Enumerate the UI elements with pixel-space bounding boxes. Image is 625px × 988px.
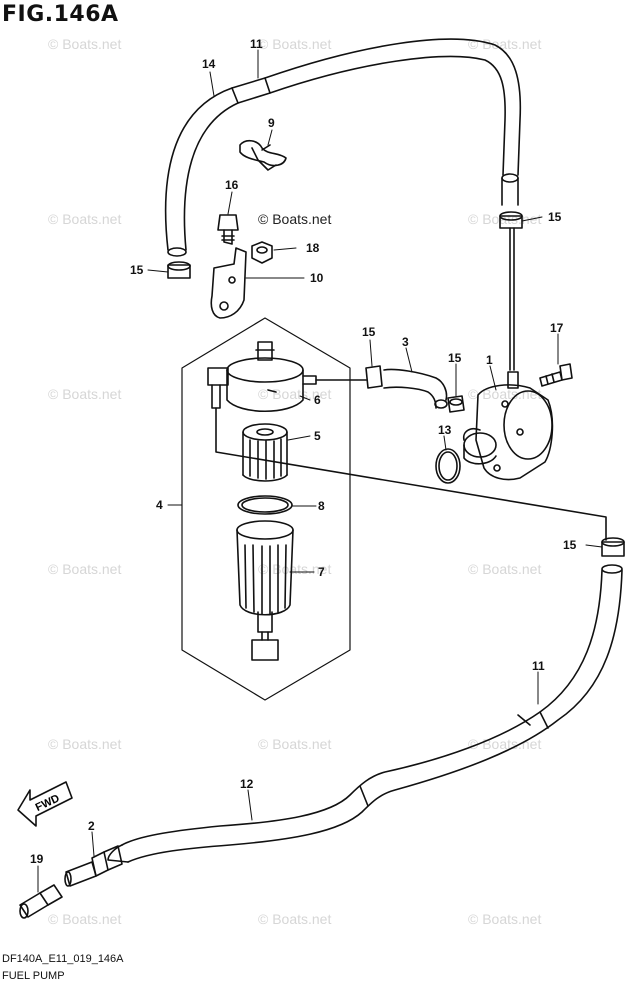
fuel-pump-1 (462, 371, 554, 481)
filter-assembly-outline (181, 317, 351, 701)
callout-17: 17 (550, 321, 564, 335)
callout-19: 19 (30, 852, 44, 866)
diagram-code: DF140A_E11_019_146A (2, 953, 124, 965)
callout-9: 9 (268, 116, 275, 130)
hose-clamp-15-upper-right (499, 211, 523, 371)
bolt-16 (217, 214, 239, 245)
watermark: © Boats.net (258, 736, 331, 752)
filter-element-5 (242, 423, 288, 482)
callout-4: 4 (156, 498, 163, 512)
watermark: © Boats.net (468, 561, 541, 577)
callout-3: 3 (402, 335, 409, 349)
diagram-name: FUEL PUMP (2, 970, 65, 982)
callout-16: 16 (225, 178, 239, 192)
watermark: © Boats.net (48, 36, 121, 52)
callout-18: 18 (306, 241, 320, 255)
watermark: © Boats.net (258, 36, 331, 52)
callout-6: 6 (314, 393, 321, 407)
callout-5: 5 (314, 429, 321, 443)
copyright-label: © Boats.net (258, 211, 331, 227)
leader-lines (37, 49, 603, 893)
callout-15: 15 (563, 538, 577, 552)
callout-15: 15 (362, 325, 376, 339)
callout-13: 13 (438, 423, 452, 437)
callout-11: 11 (250, 37, 263, 51)
fwd-arrow-icon (17, 781, 73, 827)
watermark: © Boats.net (258, 561, 331, 577)
bracket-10 (210, 247, 247, 319)
watermark: © Boats.net (468, 386, 541, 402)
watermark: © Boats.net (258, 911, 331, 927)
watermark: © Boats.net (258, 386, 331, 402)
fuel-line-outlet (215, 407, 607, 541)
figure-title: FIG.146A (2, 2, 119, 27)
upper-fuel-hose (164, 38, 522, 257)
filter-bowl-7 (236, 520, 294, 661)
hose-3 (383, 368, 448, 409)
bolt-17 (539, 363, 573, 387)
callout-2: 2 (88, 819, 95, 833)
callout-15: 15 (448, 351, 462, 365)
callout-12: 12 (240, 777, 254, 791)
callout-1: 1 (486, 353, 493, 367)
lower-fuel-hose (107, 564, 623, 863)
hose-clamp-15-lower-right (601, 537, 625, 557)
watermark: © Boats.net (48, 911, 121, 927)
watermark: © Boats.net (48, 386, 121, 402)
watermark: © Boats.net (468, 36, 541, 52)
hose-clamp-15-left (167, 261, 191, 279)
hose-clamp-15-pump (447, 395, 465, 413)
o-ring-8 (237, 495, 293, 515)
watermark: © Boats.net (48, 561, 121, 577)
callout-8: 8 (318, 499, 325, 513)
hose-clamp-9 (239, 139, 287, 171)
connector-2 (64, 845, 123, 887)
watermark: © Boats.net (468, 911, 541, 927)
callout-10: 10 (310, 271, 324, 285)
hose-clamp-15-center (315, 365, 383, 389)
watermark-layer: © Boats.net © Boats.net © Boats.net © Bo… (48, 36, 541, 927)
callout-15: 15 (548, 210, 562, 224)
watermark: © Boats.net (48, 211, 121, 227)
callout-11: 11 (532, 659, 545, 673)
filter-head-6 (207, 341, 317, 413)
o-ring-13 (435, 448, 461, 484)
nut-18 (251, 241, 273, 264)
callout-15: 15 (130, 263, 144, 277)
callout-numbers: 11 14 9 16 18 10 15 15 15 3 15 1 17 13 6… (30, 37, 577, 866)
fitting-19 (19, 884, 63, 919)
callout-14: 14 (202, 57, 216, 71)
callout-7: 7 (318, 565, 325, 579)
watermark: © Boats.net (48, 736, 121, 752)
